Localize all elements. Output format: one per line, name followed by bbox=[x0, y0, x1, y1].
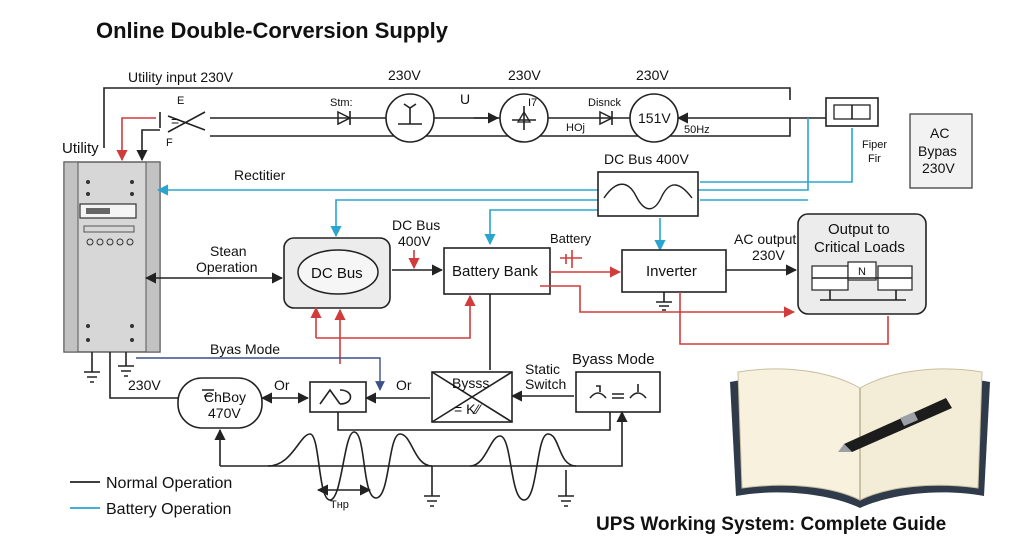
ac-output-label-2: 230V bbox=[752, 247, 785, 263]
hz-label: 50Hz bbox=[684, 124, 710, 136]
dc-bus-400-display[interactable] bbox=[597, 171, 699, 217]
ground-icon bbox=[118, 352, 134, 377]
battery-bank-label: Battery Bank bbox=[452, 263, 538, 280]
cyan-rectifier-wire bbox=[156, 118, 809, 196]
inverter-block[interactable] bbox=[621, 249, 727, 293]
output-loads-block[interactable] bbox=[797, 213, 927, 315]
voltage-label-c: 230V bbox=[636, 67, 669, 83]
or-label-a: Or bbox=[274, 377, 290, 393]
cyan-filter-wire bbox=[700, 128, 853, 183]
utility-cabinet[interactable] bbox=[63, 161, 161, 353]
filter-device[interactable] bbox=[825, 97, 879, 127]
top-loop-wire bbox=[103, 87, 791, 148]
cabinet-to-charger-wire bbox=[109, 352, 178, 399]
dc-bus-400-label: DC Bus 400V bbox=[604, 151, 689, 167]
meter-circle-2[interactable]: I7 bbox=[499, 93, 549, 143]
meter-circle-1[interactable] bbox=[385, 93, 435, 143]
disnck-label: Disnck bbox=[588, 97, 622, 109]
bypass-switch-label: Bysss bbox=[452, 375, 489, 391]
red-input-wire bbox=[116, 117, 156, 162]
red-bottom-loop bbox=[679, 292, 889, 345]
switch-label-f: F bbox=[166, 137, 173, 149]
ground-icon bbox=[424, 466, 440, 507]
legend-battery-label: Battery Operation bbox=[106, 501, 231, 518]
byass-mode-label: Byass Mode bbox=[572, 351, 655, 368]
ac-output-label-1: AC output bbox=[734, 231, 796, 247]
static-switch-label-2: Switch bbox=[525, 376, 566, 392]
red-to-output-wire bbox=[540, 285, 796, 318]
feedback-to-meters bbox=[220, 410, 628, 467]
ac-bypass-label-3: 230V bbox=[922, 160, 955, 176]
ad-block[interactable] bbox=[309, 381, 367, 413]
or-label-b: Or bbox=[396, 377, 412, 393]
utility-input-label: Utility input 230V bbox=[128, 69, 234, 85]
ground-icon bbox=[656, 292, 672, 311]
rectifier-label: Rectitier bbox=[234, 167, 286, 183]
switch-icon[interactable]: E = F bbox=[159, 95, 206, 149]
ground-icon bbox=[84, 352, 100, 383]
meter-pair-block[interactable] bbox=[575, 371, 661, 413]
period-label: Tнp bbox=[330, 499, 349, 511]
ad-symbol-icon bbox=[319, 388, 352, 405]
lower-bus-wire bbox=[337, 412, 611, 431]
bypass-navy-wire bbox=[136, 357, 385, 391]
u-label: U bbox=[460, 91, 470, 107]
waveform-left bbox=[267, 431, 433, 501]
load-n-label: N bbox=[858, 266, 866, 278]
meter-151v-label: 151V bbox=[638, 110, 671, 126]
battery-symbol-icon bbox=[560, 250, 582, 268]
black-input-wire bbox=[136, 129, 160, 162]
diode-icon bbox=[337, 110, 352, 126]
ac-bypass-label-1: AC bbox=[930, 125, 949, 141]
cyan-to-dcbus bbox=[330, 199, 600, 238]
output-loads-label-2: Critical Loads bbox=[814, 239, 905, 256]
battery-label: Battery bbox=[550, 231, 592, 246]
operation-label: Operation bbox=[196, 259, 257, 275]
byas-mode-label: Byas Mode bbox=[210, 341, 280, 357]
page-title: Online Double-Corversion Supply bbox=[96, 18, 449, 43]
inverter-label: Inverter bbox=[646, 263, 697, 280]
charger-label-1: ChBoy bbox=[204, 389, 246, 405]
utility-label: Utility bbox=[62, 140, 99, 157]
dc-bus-mid-label-2: 400V bbox=[398, 233, 431, 249]
pen-icon bbox=[838, 398, 952, 452]
cyan-to-battery bbox=[484, 209, 640, 246]
static-switch-label-1: Static bbox=[525, 361, 560, 377]
hoj-label: HOj bbox=[566, 122, 585, 134]
waveform-right bbox=[469, 433, 577, 501]
dc-bus-block-label: DC Bus bbox=[311, 265, 363, 282]
battery-bank-block[interactable] bbox=[443, 247, 551, 295]
ground-icon bbox=[558, 470, 574, 507]
stm-label: Stm: bbox=[330, 97, 353, 109]
switch-label-e: E bbox=[177, 95, 184, 107]
output-loads-label-1: Output to bbox=[828, 221, 890, 238]
meter-circle-151v[interactable] bbox=[629, 93, 679, 143]
bypass-switch-value: = K⁄⁄ bbox=[454, 401, 483, 417]
voltage-label-a: 230V bbox=[388, 67, 421, 83]
steam-label: Stean bbox=[210, 243, 247, 259]
fir-label: Fir bbox=[868, 153, 881, 165]
charger-label-2: 470V bbox=[208, 405, 241, 421]
voltage-left-label: 230V bbox=[128, 377, 161, 393]
fiper-label: Fiper bbox=[862, 139, 887, 151]
dc-bus-block[interactable] bbox=[283, 237, 391, 309]
legend: Normal Operation Battery Operation bbox=[70, 475, 232, 518]
switch-label-eq: = bbox=[171, 113, 179, 129]
ac-bypass-label-2: Bypas bbox=[918, 143, 957, 159]
bypass-switch-block[interactable] bbox=[431, 371, 513, 423]
red-up-to-battery bbox=[316, 294, 476, 339]
voltage-label-b: 230V bbox=[508, 67, 541, 83]
ac-bypass-box[interactable] bbox=[909, 113, 973, 189]
dc-bus-mid-label-1: DC Bus bbox=[392, 217, 440, 233]
footer-title: UPS Working System: Complete Guide bbox=[596, 514, 946, 535]
legend-normal-label: Normal Operation bbox=[106, 475, 232, 492]
meter-2-label: I7 bbox=[528, 97, 537, 109]
diode-icon bbox=[599, 110, 614, 126]
